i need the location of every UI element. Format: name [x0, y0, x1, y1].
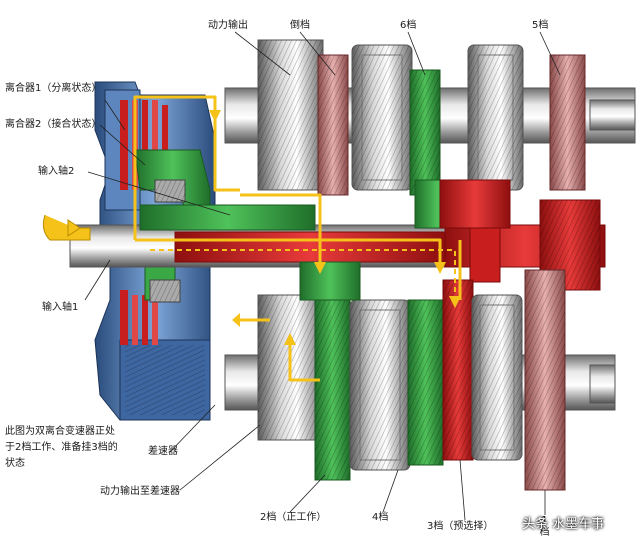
shaft2-gear	[299, 261, 361, 301]
gear2	[314, 284, 351, 481]
clutch2-plates	[120, 290, 158, 345]
gear4	[407, 299, 444, 466]
input-shaft1-core	[174, 231, 446, 263]
gear3	[442, 279, 474, 461]
label-output-to-differential: 动力输出至差速器	[100, 486, 180, 497]
synchronizer-lower-2	[471, 294, 523, 461]
label-input-shaft2: 输入轴2	[38, 166, 75, 177]
power-flow-path	[133, 95, 462, 382]
gear6	[409, 69, 441, 196]
synchronizer-lower-1	[349, 299, 411, 471]
gear1	[524, 269, 566, 491]
return-springs	[149, 179, 186, 303]
state-note: 此图为双离合变速器正处于2档工作、准备挂3档的状态	[5, 426, 118, 469]
label-clutch1: 离合器1（分离状态）	[5, 83, 102, 94]
label-differential: 差速器	[148, 446, 178, 457]
watermark: 头条 水墨车事	[522, 517, 605, 532]
reverse-gear	[317, 54, 349, 196]
input-shaft2	[139, 204, 316, 231]
leader-lines	[84, 31, 561, 521]
label-gear4: 4档	[372, 512, 389, 523]
input-rotation-arrow	[42, 214, 91, 241]
label-clutch2: 离合器2（接合状态）	[5, 119, 102, 130]
gear5	[549, 54, 586, 191]
synchronizer-upper-2	[467, 44, 524, 191]
label-gear6: 6档	[400, 20, 417, 31]
label-gear2: 2档（正工作）	[260, 512, 327, 523]
flow-arrowheads	[209, 110, 461, 345]
label-power-output: 动力输出	[208, 20, 248, 31]
label-input-shaft1: 输入轴1	[42, 302, 79, 313]
synchronizer-upper-1	[351, 44, 413, 191]
shaft1-gear-upper	[439, 179, 511, 229]
label-gear3: 3档（预选择）	[427, 521, 494, 532]
label-gear1: 1档	[539, 515, 550, 538]
label-gear5: 5档	[532, 20, 549, 31]
upper-output-gear	[257, 39, 324, 191]
label-reverse-gear: 倒档	[290, 20, 310, 31]
preselect-flow-path	[150, 249, 456, 300]
